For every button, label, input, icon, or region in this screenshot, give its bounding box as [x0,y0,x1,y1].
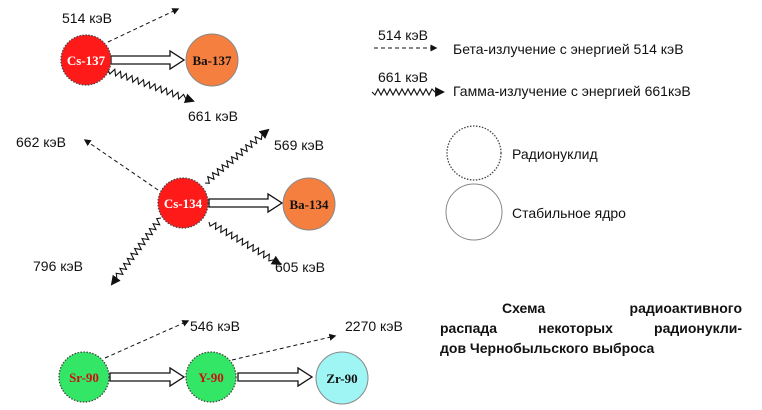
beta-arrow-sr90 [104,320,190,359]
legend-radionuclide-text: Радионуклид [512,146,598,162]
caption-line-3: дов Чернобыльского выброса [440,340,655,356]
nuclide-label-y90: Y-90 [198,370,224,385]
legend-beta-text: Бета-излучение с энергией 514 кэВ [453,41,684,57]
nuclide-zr90: Zr-90 [315,351,369,405]
nuclide-label-zr90: Zr-90 [326,371,357,386]
nuclide-ba137: Ba-137 [185,33,239,87]
energy-label-cs137-gamma: 661 кэВ [188,108,238,124]
legend-gamma-energy: 661 кэВ [378,69,428,85]
beta-arrow-y90 [231,333,337,361]
legend-gamma-text: Гамма-излучение с энергией 661кэВ [453,83,691,99]
transition-arrow-cs134-ba134 [208,192,284,214]
nuclide-cs134: Cs-134 [157,177,209,229]
transition-arrow-y90-zr90 [237,366,314,388]
nuclide-label-ba137: Ba-137 [193,53,233,68]
caption-line-1: Схема радиоактивного [502,300,742,316]
beta-arrow-cs137 [107,8,180,43]
energy-label-y90-beta: 2270 кэВ [345,318,403,334]
gamma-arrow-cs137 [107,68,195,103]
energy-label-cs134-gamma-right: 605 кэВ [275,259,325,275]
nuclide-y90: Y-90 [185,351,237,403]
gamma-arrow-cs134-right [208,221,282,266]
beta-arrow-cs134 [83,139,159,191]
energy-label-cs137-beta: 514 кэВ [62,10,112,26]
legend-gamma-arrow [371,87,445,97]
energy-label-cs134-gamma-left: 796 кэВ [33,258,83,274]
transition-arrow-cs137-ba137 [110,49,186,71]
nuclide-label-ba134: Ba-134 [290,197,330,212]
nuclide-label-cs134: Cs-134 [164,196,203,211]
diagram-caption: Схема радиоактивного распада некоторых р… [440,298,742,358]
legend-radionuclide-circle [446,125,502,181]
nuclide-cs137: Cs-137 [60,34,112,86]
nuclide-ba134: Ba-134 [282,177,336,231]
energy-label-cs134-gamma-up: 569 кэВ [274,137,324,153]
gamma-arrow-cs134-up [204,128,270,184]
nuclide-sr90: Sr-90 [58,351,110,403]
nuclide-label-sr90: Sr-90 [69,370,99,385]
legend-stable-circle [445,183,503,241]
gamma-arrow-cs134-left [110,217,162,286]
legend-stable-text: Стабильное ядро [512,205,626,221]
nuclide-label-cs137: Cs-137 [67,53,106,68]
caption-line-2: распада некоторых радионукли- [440,320,742,336]
legend-beta-energy: 514 кэВ [378,27,428,43]
energy-label-cs134-beta: 662 кэВ [16,134,66,150]
energy-label-sr90-beta: 546 кэВ [190,318,240,334]
transition-arrow-sr90-y90 [109,366,186,388]
